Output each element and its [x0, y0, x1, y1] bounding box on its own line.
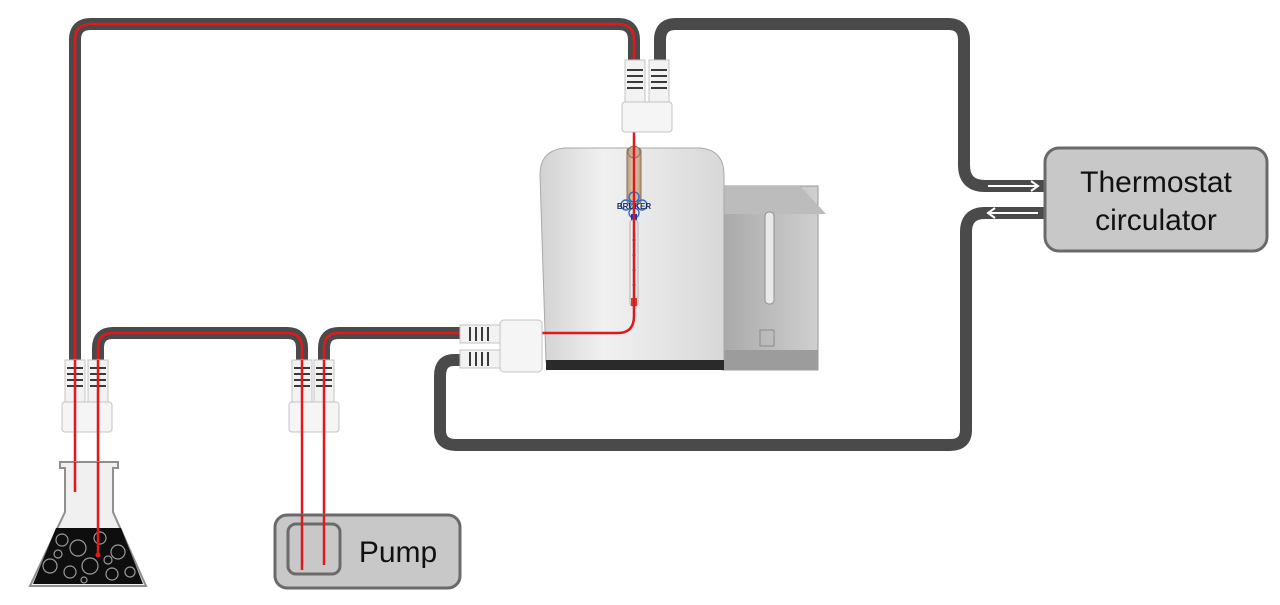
thermostat-hose-upper: [654, 18, 1045, 192]
flask-bubbles: [42, 531, 136, 584]
sample-line-instrument: [470, 72, 636, 335]
thermostat-label-line2: circulator: [1095, 204, 1217, 237]
sample-hoses: [69, 18, 640, 360]
sample-line-pump-instrument: [322, 331, 470, 360]
arrow-in-icon: [988, 180, 1040, 192]
pump-label: Pump: [359, 536, 437, 569]
sample-line-flask-pump: [96, 331, 304, 360]
flow-arrows: [986, 180, 1040, 219]
instrument-side-window: [764, 211, 775, 305]
connector-side: [459, 319, 543, 373]
thermostat-box: [1043, 146, 1269, 253]
thermostat-circulator: Thermostat circulator: [1043, 146, 1269, 253]
erlenmeyer-flask: [28, 461, 148, 587]
instrument: BRUKER: [470, 72, 826, 371]
connector-top: [621, 59, 673, 133]
instrument-side-top: [722, 186, 826, 214]
flask-inlet-tip: [95, 552, 101, 558]
connector-pump: [288, 359, 340, 433]
connectors: [61, 59, 673, 433]
instrument-side-latch: [759, 329, 775, 347]
pump: Pump: [273, 513, 462, 590]
thermostat-hoses: [434, 18, 1045, 451]
arrow-out-icon: [986, 207, 1038, 219]
thermostat-label-line1: Thermostat: [1080, 166, 1232, 199]
flask-liquid: [33, 528, 143, 584]
pump-head: [286, 522, 342, 576]
sample-line-outer: [73, 22, 636, 360]
connector-flask: [61, 359, 113, 433]
sample-hose-flask-pump: [92, 327, 308, 360]
instrument-side-base: [722, 350, 818, 370]
instrument-base: [546, 360, 724, 370]
thermostat-hose-lower: [434, 207, 1045, 451]
